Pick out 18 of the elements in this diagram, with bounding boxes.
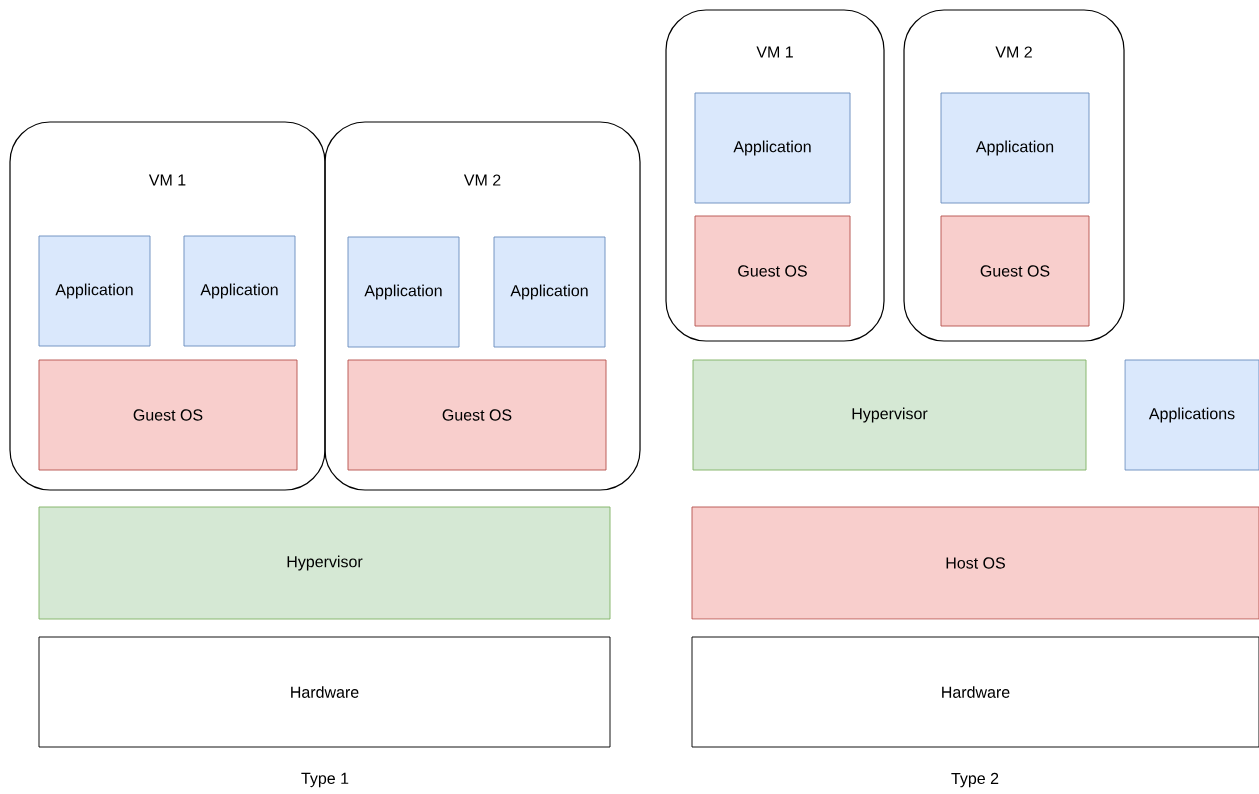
hardware-box: Hardware [691,636,1259,748]
application-box: Application [38,235,151,347]
application-box: Application [183,235,296,347]
application-box: Applications [1124,359,1259,471]
hypervisor-box: Hypervisor [38,506,611,620]
os-box: Guest OS [38,359,298,471]
os-box: Guest OS [694,215,851,327]
application-box: Application [347,236,460,348]
application-box: Application [694,92,851,204]
hypervisor-box: Hypervisor [692,359,1087,471]
hardware-box: Hardware [38,636,611,748]
caption-text: Type 1 [301,772,349,788]
caption-text: Type 2 [951,772,999,788]
os-box: Host OS [691,506,1259,620]
application-box: Application [940,92,1090,204]
application-box: Application [493,236,606,348]
os-box: Guest OS [347,359,607,471]
os-box: Guest OS [940,215,1090,327]
